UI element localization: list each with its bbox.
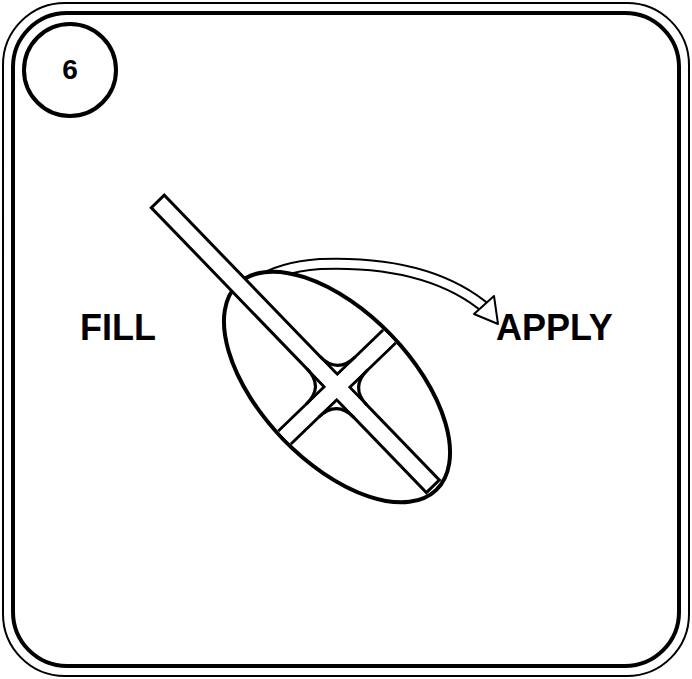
direction-label: FILL (78, 308, 158, 348)
step-number-circle: 6 (22, 22, 118, 118)
callout-number: 6 (62, 56, 78, 84)
outer-frame (3, 3, 689, 676)
direction-label: APPLY (494, 308, 615, 348)
inner-frame (13, 13, 679, 666)
